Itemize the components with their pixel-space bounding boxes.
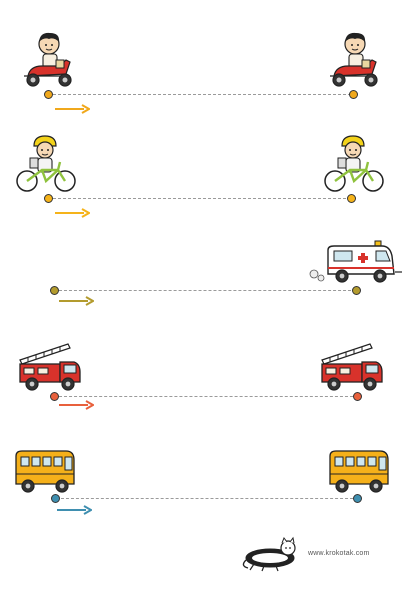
trace-line[interactable] xyxy=(54,396,358,397)
fire-truck-icon xyxy=(19,343,81,391)
trace-line[interactable] xyxy=(56,498,358,499)
cat-logo-icon xyxy=(242,536,296,572)
route-row-fire-truck xyxy=(0,338,420,448)
start-dot[interactable] xyxy=(50,392,59,401)
direction-arrow-icon xyxy=(55,104,90,114)
start-dot[interactable] xyxy=(50,286,59,295)
route-row-scooter xyxy=(0,30,420,140)
scooter-icon xyxy=(24,32,72,87)
trace-line[interactable] xyxy=(54,290,356,291)
end-dot[interactable] xyxy=(353,392,362,401)
footer: www.krokotak.com xyxy=(240,536,400,576)
end-dot[interactable] xyxy=(347,194,356,203)
start-dot[interactable] xyxy=(44,90,53,99)
route-row-school-bus xyxy=(0,446,420,556)
start-dot[interactable] xyxy=(44,194,53,203)
bicycle-icon-end xyxy=(324,135,384,192)
direction-arrow-icon xyxy=(57,505,92,515)
end-dot[interactable] xyxy=(352,286,361,295)
site-url[interactable]: www.krokotak.com xyxy=(308,550,370,557)
fire-truck-icon-end xyxy=(321,343,383,391)
end-dot[interactable] xyxy=(353,494,362,503)
direction-arrow-icon xyxy=(59,400,94,410)
direction-arrow-icon xyxy=(55,208,90,218)
scooter-icon-end xyxy=(330,32,378,87)
route-row-ambulance xyxy=(0,234,420,344)
start-dot[interactable] xyxy=(51,494,60,503)
ambulance-icon xyxy=(309,240,402,283)
end-dot[interactable] xyxy=(349,90,358,99)
trace-line[interactable] xyxy=(48,198,356,199)
route-row-bicycle xyxy=(0,134,420,244)
school-bus-icon xyxy=(15,450,75,493)
trace-line[interactable] xyxy=(48,94,356,95)
direction-arrow-icon xyxy=(59,296,94,306)
school-bus-icon-end xyxy=(329,450,389,493)
bicycle-icon xyxy=(16,135,76,192)
